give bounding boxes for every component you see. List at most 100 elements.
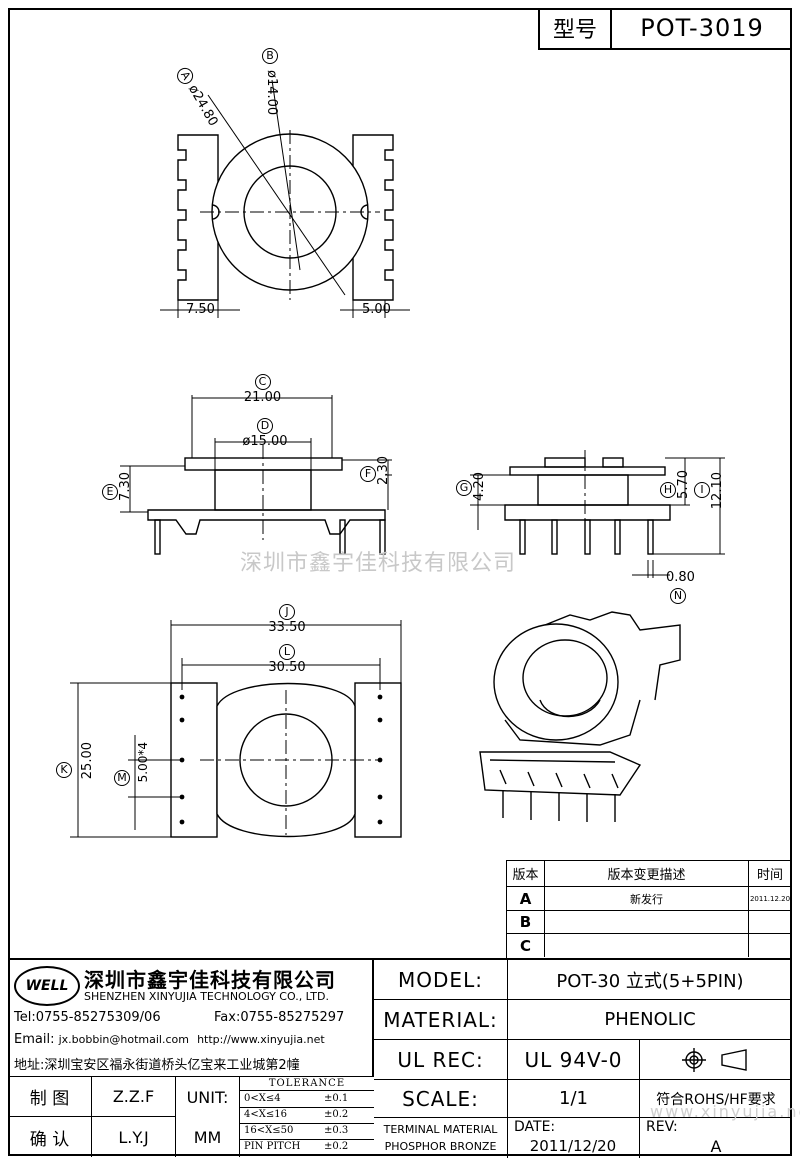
date-block: DATE: 2011/12/20 [508, 1118, 640, 1158]
part-number: POT-3019 [640, 14, 764, 42]
approved-label: 确 认 [8, 1117, 92, 1157]
rev-row-version: B [507, 911, 545, 934]
dim-F-value: 2.30 [376, 456, 391, 485]
scale-value: 1/1 [508, 1080, 640, 1118]
company-tel: Tel:0755-85275309/06 [14, 1010, 161, 1025]
dim-M-letter: M [114, 770, 130, 786]
dim-G-letter: G [456, 480, 472, 496]
unit-value: MM [176, 1117, 240, 1157]
rev-row-version: C [507, 934, 545, 957]
dim-B-letter: B [262, 48, 278, 64]
isometric-view [479, 611, 681, 822]
dim-N-letter: N [670, 588, 686, 604]
company-email-line: Email: jx.bobbin@hotmail.com http://www.… [14, 1032, 325, 1047]
rev-row-description: 新发行 [545, 887, 749, 911]
rev-row-time: 2011.12.20 [749, 887, 791, 911]
approved-by: L.Y.J [92, 1117, 176, 1157]
unit-label: UNIT: [176, 1077, 240, 1117]
tolerance-value: ±0.1 [324, 1093, 349, 1104]
website-link[interactable]: http://www.xinyujia.net [197, 1033, 325, 1046]
tolerance-row: 4<X≤16 ±0.2 [240, 1107, 374, 1124]
dim-J-value: 33.50 [268, 620, 306, 635]
dim-L-value: 30.50 [268, 660, 306, 675]
rev-value: A [710, 1137, 722, 1156]
company-info: WELL 深圳市鑫宇佳科技有限公司 SHENZHEN XINYUJIA TECH… [8, 960, 374, 1076]
watermark: 深圳市鑫宇佳科技有限公司 [240, 551, 517, 576]
drawn-label: 制 图 [8, 1077, 92, 1117]
top-view [160, 79, 410, 318]
rev-row-time [749, 911, 791, 934]
terminal-label: TERMINAL MATERIAL [383, 1123, 498, 1136]
tolerance-value: ±0.2 [324, 1141, 349, 1152]
dim-J-letter: J [279, 604, 295, 620]
email-label: Email: [14, 1032, 55, 1047]
signoff-block: 制 图 Z.Z.F UNIT: 确 认 L.Y.J MM TOLERANCE 0… [8, 1076, 374, 1158]
tolerance-range: 4<X≤16 [244, 1109, 287, 1120]
company-fax: Fax:0755-85275297 [214, 1010, 345, 1025]
first-angle-projection-icon [682, 1047, 747, 1072]
tolerance-row: 0<X≤4 ±0.1 [240, 1091, 374, 1108]
dim-I-letter: I [694, 482, 710, 498]
ulrec-value: UL 94V-0 [508, 1040, 640, 1080]
dim-E-value: 7.30 [118, 472, 133, 501]
dim-K-value: 25.00 [80, 742, 95, 780]
rev-row-version: A [507, 887, 545, 911]
front-view [120, 395, 392, 555]
dim-K-letter: K [56, 762, 72, 778]
dim-E-letter: E [102, 484, 118, 500]
rev-block: REV: A [640, 1118, 792, 1158]
dim-G-value: 4.20 [472, 472, 487, 501]
terminal-value: PHOSPHOR BRONZE [384, 1140, 497, 1153]
tolerance-range: 16<X≤50 [244, 1125, 294, 1136]
dim-I-value: 12.10 [710, 472, 725, 510]
top-view-right-bracket [352, 134, 394, 301]
dim-right-offset: 5.00 [362, 302, 391, 317]
company-name-en: SHENZHEN XINYUJIA TECHNOLOGY CO., LTD. [84, 990, 329, 1003]
type-label: 型号 [540, 8, 612, 48]
tolerance-range: PIN PITCH [244, 1141, 301, 1152]
rev-header-description: 版本变更描述 [545, 861, 749, 887]
company-logo: WELL [14, 966, 80, 1006]
company-name-cn: 深圳市鑫宇佳科技有限公司 [84, 968, 336, 992]
projection-symbol [640, 1040, 792, 1080]
email-address[interactable]: jx.bobbin@hotmail.com [58, 1033, 189, 1046]
dim-H-letter: H [660, 482, 676, 498]
spec-block: MODEL: POT-30 立式(5+5PIN) MATERIAL: PHENO… [374, 960, 792, 1158]
rohs-compliance: 符合ROHS/HF要求 [640, 1080, 792, 1118]
dim-L-letter: L [279, 644, 295, 660]
dim-B: B [262, 48, 278, 64]
dim-N-value: 0.80 [666, 570, 695, 585]
tolerance-value: ±0.2 [324, 1109, 349, 1120]
rev-label: REV: [646, 1119, 678, 1135]
material-value: PHENOLIC [508, 1000, 792, 1040]
tolerance-row: PIN PITCH ±0.2 [240, 1139, 374, 1155]
terminal-material: TERMINAL MATERIAL PHOSPHOR BRONZE [374, 1118, 508, 1158]
drawing-frame [8, 8, 792, 1156]
dim-H-value: 5.70 [676, 470, 691, 499]
side-view [470, 450, 725, 578]
dim-C-value: 21.00 [243, 390, 282, 405]
ulrec-label: UL REC: [374, 1040, 508, 1080]
technical-drawing [70, 79, 725, 838]
part-title-block: 型号 POT-3019 [538, 8, 792, 50]
company-address: 地址:深圳宝安区福永街道桥头亿宝来工业城第2幢 [14, 1058, 300, 1073]
dim-B-value: ø14.00 [264, 70, 279, 116]
tolerance-value: ±0.3 [324, 1125, 349, 1136]
company-logo-text: WELL [25, 978, 69, 994]
revision-table: 版本 版本变更描述 时间 A 新发行 2011.12.20 B C [506, 860, 792, 958]
dim-M-value: 5.00*4 [136, 742, 150, 783]
model-label: MODEL: [374, 960, 508, 1000]
title-block: WELL 深圳市鑫宇佳科技有限公司 SHENZHEN XINYUJIA TECH… [8, 958, 792, 1158]
date-value: 2011/12/20 [529, 1137, 617, 1155]
drawn-by: Z.Z.F [92, 1077, 176, 1117]
dim-D-value: ø15.00 [242, 434, 288, 449]
rev-header-time: 时间 [749, 861, 791, 887]
dim-left-offset: 7.50 [186, 302, 215, 317]
rev-header-version: 版本 [507, 861, 545, 887]
model-value: POT-30 立式(5+5PIN) [508, 960, 792, 1000]
watermark-url: www.xinyujia.net [650, 1102, 800, 1121]
